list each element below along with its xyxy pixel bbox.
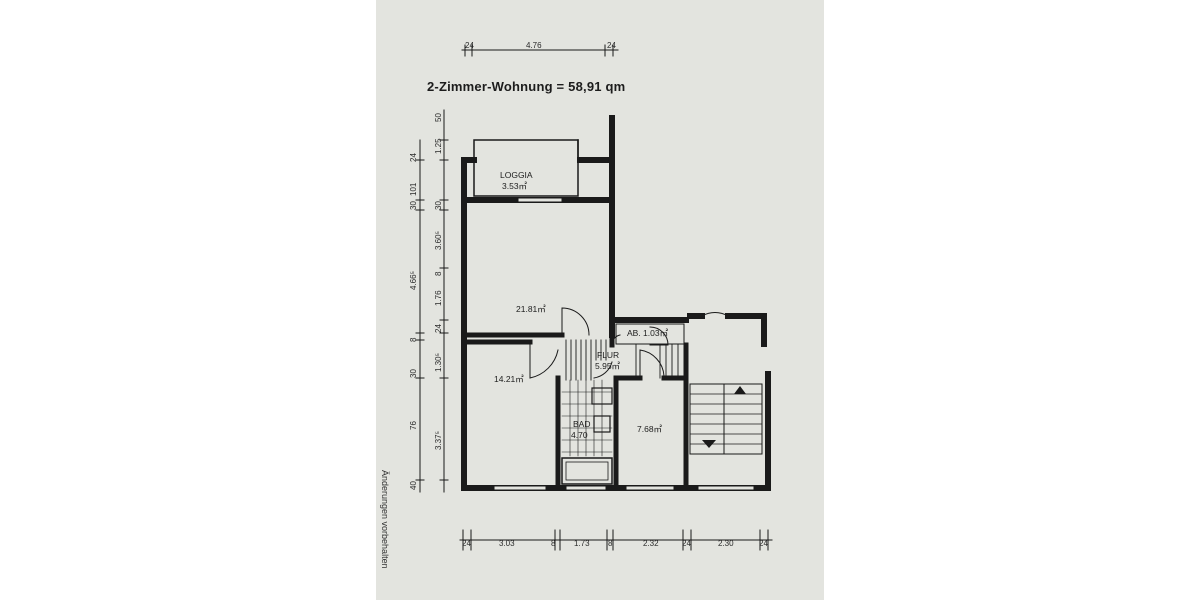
dim-left-inner-8: 1.30⁵ <box>434 353 443 372</box>
dim-bottom-5: 8 <box>608 539 613 548</box>
dim-left-inner-5: 8 <box>434 271 443 276</box>
dim-left-inner-7: 24 <box>434 324 443 333</box>
storage-ab-label: AB. 1.03㎡ <box>627 328 669 338</box>
stair-arrow-up-icon <box>734 386 746 394</box>
flur-area: 5.95㎡ <box>595 361 621 371</box>
bath-area: 4.70 <box>571 430 588 440</box>
dim-left-outer-1: 24 <box>409 153 418 162</box>
dim-bottom-2: 3.03 <box>499 539 515 548</box>
dim-left-inner-9: 3.37⁵ <box>434 431 443 450</box>
dim-left-inner-1: 50 <box>434 113 443 122</box>
flur-name: FLUR <box>597 350 619 360</box>
dim-left-outer-7: 76 <box>409 421 418 430</box>
dim-left-outer-5: 8 <box>409 337 418 342</box>
bedroom-area: 14.21㎡ <box>494 374 524 384</box>
living-room-area: 21.81㎡ <box>516 304 546 314</box>
dim-left-outer-3: 30 <box>409 201 418 210</box>
dim-left-inner-3: 30 <box>434 201 443 210</box>
dim-bottom-6: 2.32 <box>643 539 659 548</box>
loggia-area: 3.53㎡ <box>502 181 528 191</box>
dim-left-outer-4: 4.66⁵ <box>409 271 418 290</box>
dim-bottom-7: 24 <box>682 539 691 548</box>
dim-top-left: 24 <box>465 41 474 50</box>
paper-sheet <box>376 0 824 600</box>
dim-bottom-8: 2.30 <box>718 539 734 548</box>
loggia-name: LOGGIA <box>500 170 533 180</box>
dim-left-inner-4: 3.60⁵ <box>434 231 443 250</box>
dim-bottom-4: 1.73 <box>574 539 590 548</box>
dim-bottom-9: 24 <box>759 539 768 548</box>
dim-bottom-3: 8 <box>551 539 556 548</box>
dim-left-inner-2: 1.25 <box>434 138 443 154</box>
kitchen-area: 7.68㎡ <box>637 424 663 434</box>
dim-bottom-1: 24 <box>462 539 471 548</box>
dim-top-right: 24 <box>607 41 616 50</box>
plan-title: 2-Zimmer-Wohnung = 58,91 qm <box>427 79 626 94</box>
dim-left-inner-6: 1.76 <box>434 290 443 306</box>
dim-left-outer-8: 40 <box>409 481 418 490</box>
dim-top-width: 4.76 <box>526 41 542 50</box>
dim-left-outer-2: 101 <box>409 182 418 196</box>
bath-name: BAD <box>573 419 590 429</box>
stair-arrow-down-icon <box>702 440 716 448</box>
dim-left-outer-6: 30 <box>409 369 418 378</box>
